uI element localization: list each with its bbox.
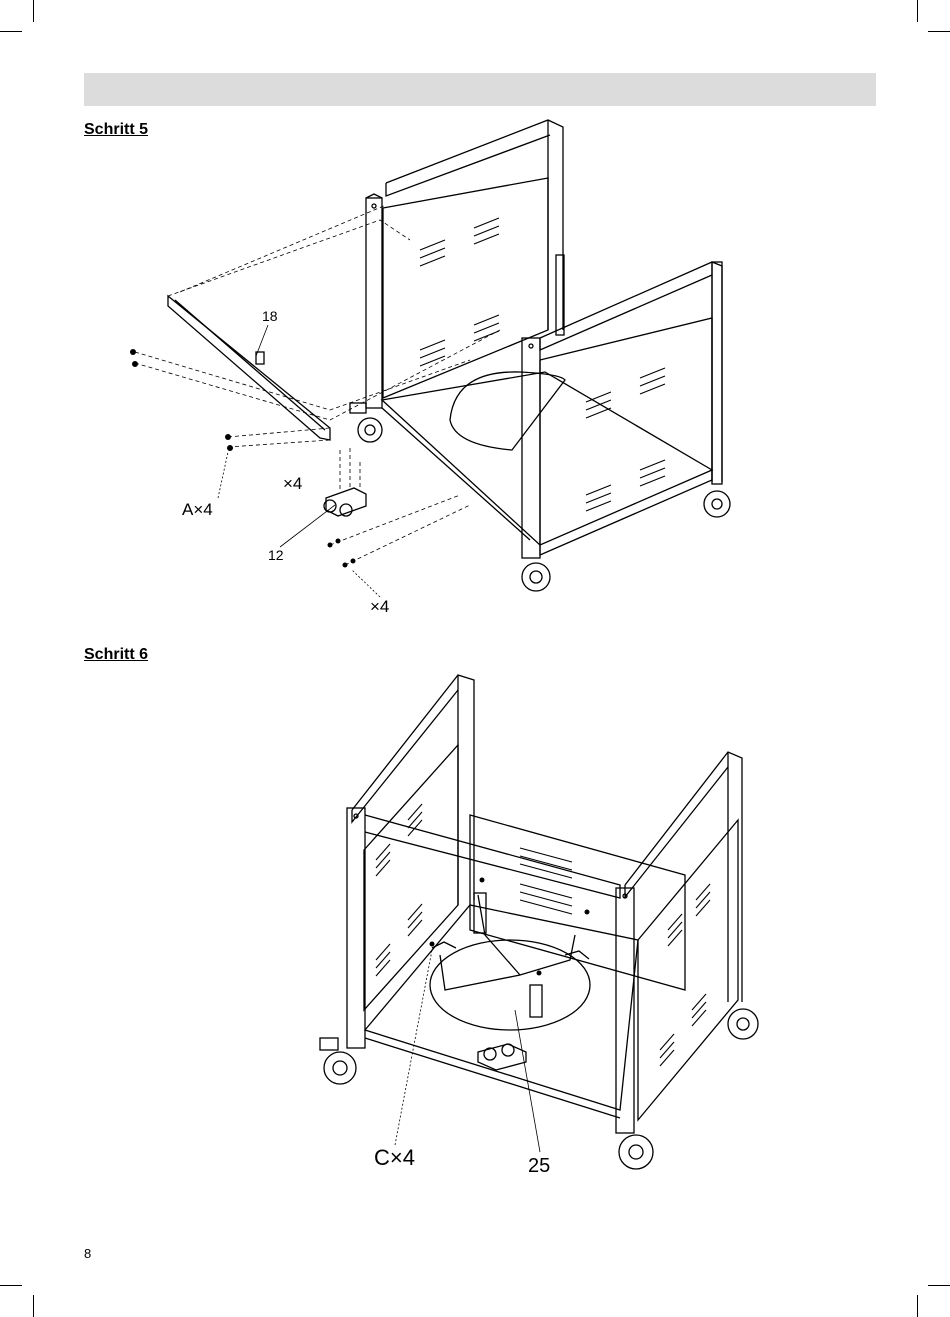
callout-a-x4: A×4 [182, 500, 213, 519]
callout-screws-x4: ×4 [283, 474, 302, 493]
callout-nuts-x4: ×4 [370, 597, 389, 616]
page-number: 8 [84, 1246, 91, 1261]
callout-12: 12 [268, 547, 284, 563]
callout-18: 18 [262, 308, 278, 324]
